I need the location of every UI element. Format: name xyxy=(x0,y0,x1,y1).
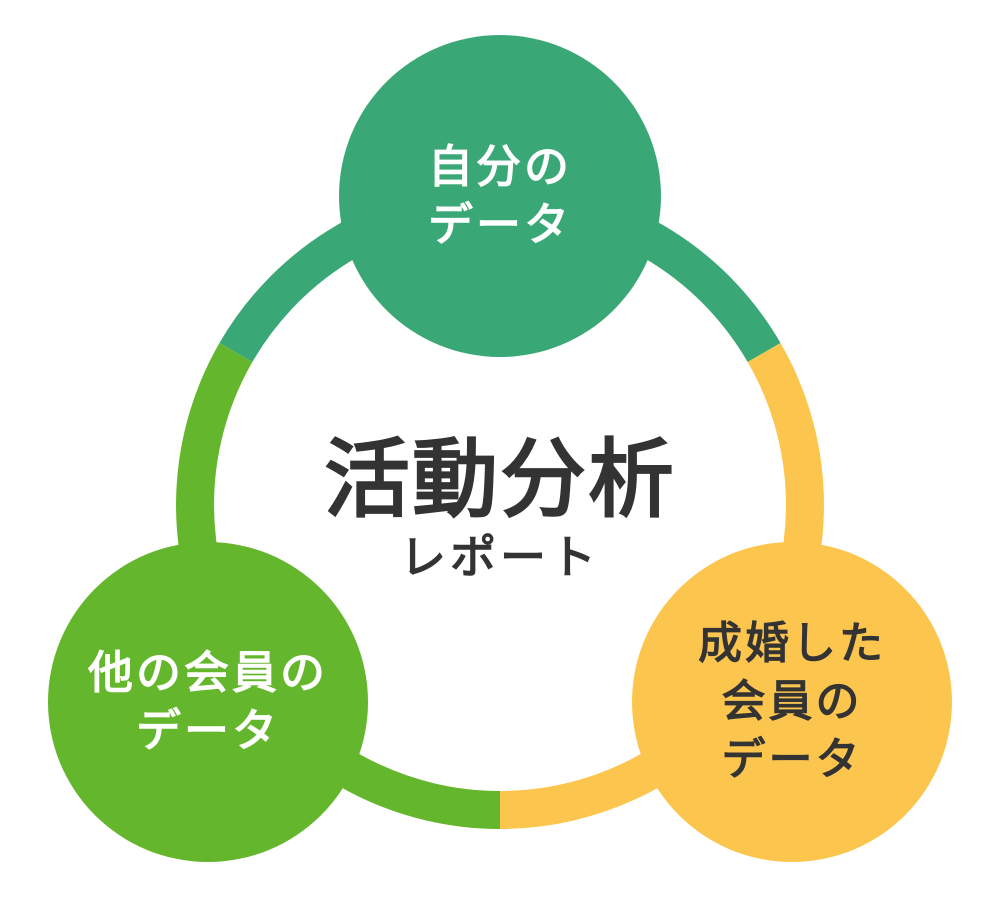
label-other-members-line-1: 他の会員の xyxy=(87,646,328,699)
label-my-data-line-2: データ xyxy=(427,198,572,251)
circle-my-data xyxy=(339,35,661,357)
label-married-members-line-3: データ xyxy=(721,734,863,785)
label-my-data-line-1: 自分の xyxy=(427,140,572,193)
label-married-members-line-1: 成婚した xyxy=(698,618,886,669)
diagram-title: 活動分析 xyxy=(324,430,676,530)
diagram-subtitle: レポート xyxy=(400,530,600,584)
label-other-members-line-2: データ xyxy=(135,704,280,757)
label-other-members-data: 他の会員の データ xyxy=(28,644,388,760)
circle-married-members-data xyxy=(632,542,952,862)
label-my-data: 自分の データ xyxy=(340,138,660,254)
circle-other-members-data xyxy=(48,542,368,862)
label-married-members-data: 成婚した 会員の データ xyxy=(632,615,952,789)
label-married-members-line-2: 会員の xyxy=(721,676,863,727)
